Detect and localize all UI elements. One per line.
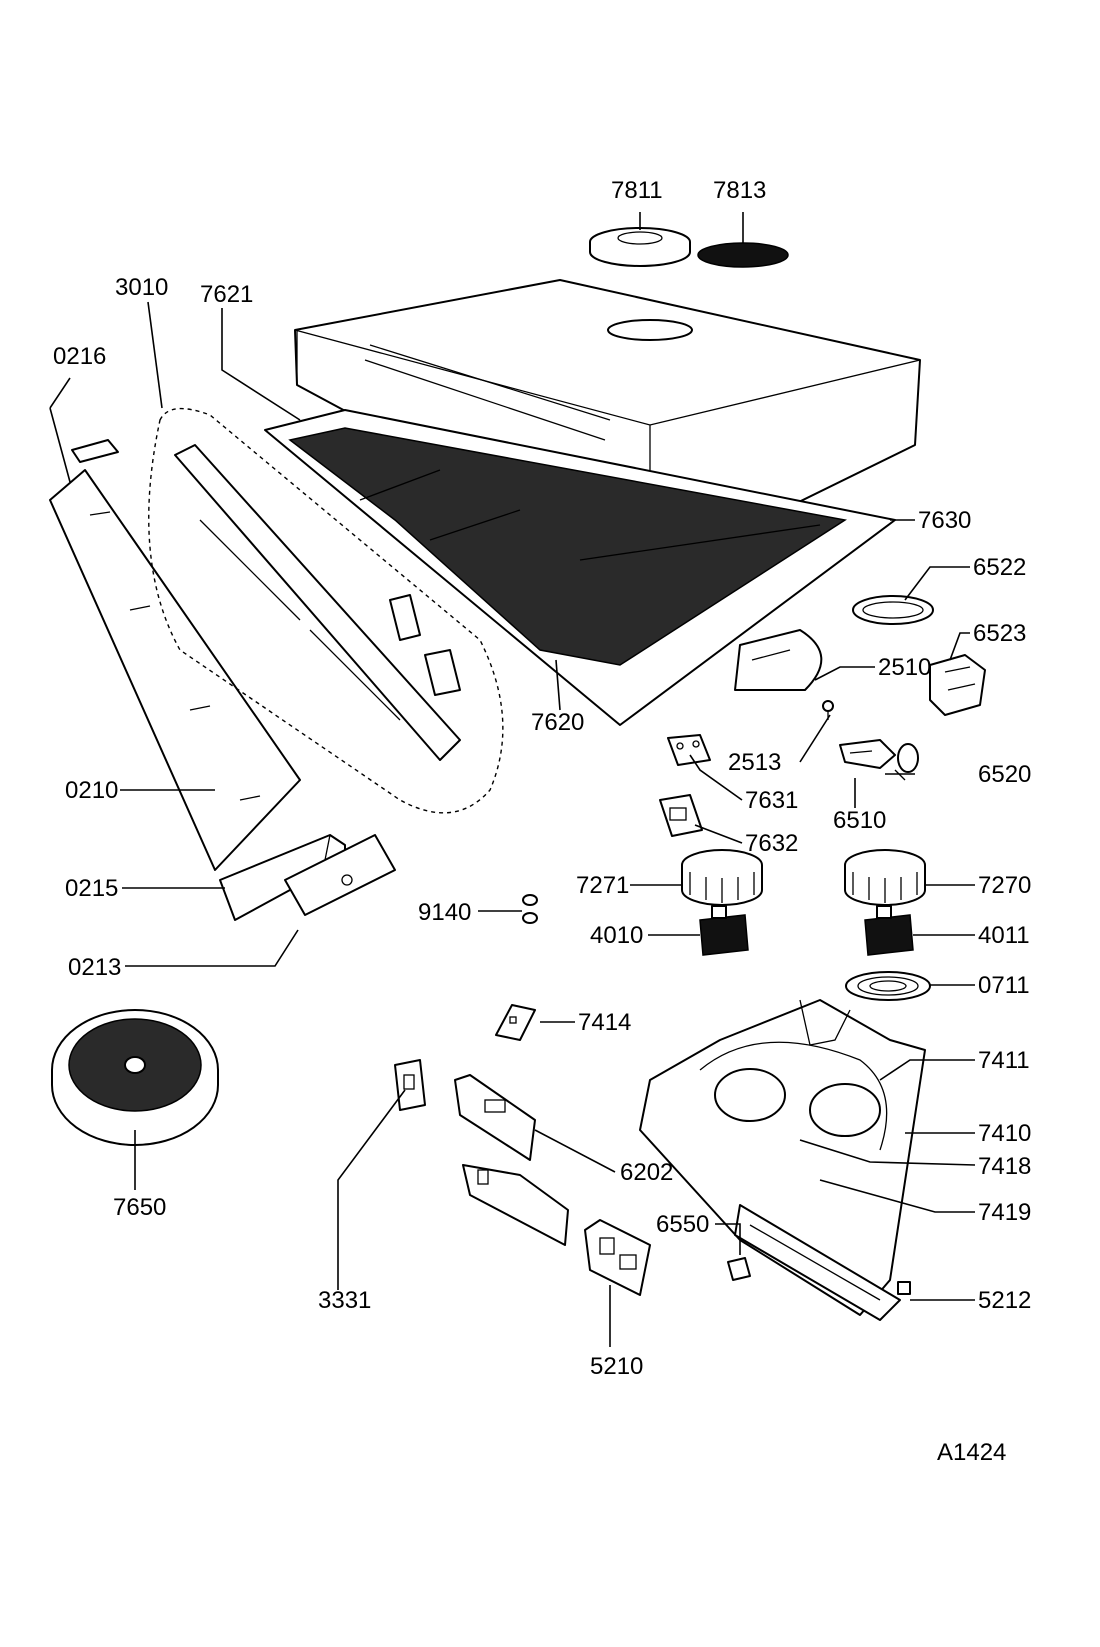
callout-2510: 2510 <box>878 654 931 681</box>
callout-9140: 9140 <box>418 899 471 926</box>
part-6510-lamp <box>839 739 896 769</box>
callout-6520: 6520 <box>978 761 1031 788</box>
callout-7632: 7632 <box>745 830 798 857</box>
callout-6522: 6522 <box>973 554 1026 581</box>
callout-7621: 7621 <box>200 281 253 308</box>
part-2510-lamp-cover <box>734 629 823 691</box>
callout-0213: 0213 <box>68 954 121 981</box>
callout-6510: 6510 <box>833 807 886 834</box>
callout-7270: 7270 <box>978 872 1031 899</box>
callout-7811: 7811 <box>611 177 663 204</box>
part-6520-lamp-socket <box>894 743 919 781</box>
callout-5212: 5212 <box>978 1287 1031 1314</box>
part-7811-cap <box>589 227 691 267</box>
part-7414-plate <box>495 1004 536 1041</box>
part-0213-switch-block <box>284 834 396 916</box>
part-6522-gasket <box>852 595 934 625</box>
diagram-code: A1424 <box>937 1439 1006 1466</box>
callout-7414: 7414 <box>578 1009 631 1036</box>
part-4010-motor <box>699 905 749 956</box>
callout-0711: 0711 <box>978 972 1030 999</box>
part-0216-clip <box>71 439 119 463</box>
callout-3331: 3331 <box>318 1287 371 1314</box>
part-5212-base-frame <box>734 1204 911 1321</box>
part-9140-spacer <box>522 894 538 924</box>
part-7650-carbon-filter <box>51 1009 219 1146</box>
part-6202-circuit-board <box>454 1074 569 1246</box>
callout-7271: 7271 <box>576 872 629 899</box>
part-7631-bracket <box>667 734 711 766</box>
callout-labels: 7811 7813 3010 7621 0216 7630 6522 6523 … <box>53 177 1031 1466</box>
part-0210-glass-panel <box>49 469 301 871</box>
callout-7631: 7631 <box>745 787 798 814</box>
part-6523-lamp-holder <box>929 654 986 716</box>
part-7813-filter-disk <box>697 242 789 268</box>
callout-7411: 7411 <box>978 1047 1030 1074</box>
part-0711-grille <box>845 971 931 1001</box>
callout-0215: 0215 <box>65 875 118 902</box>
part-3331-connector <box>394 1059 426 1111</box>
callout-7410: 7410 <box>978 1120 1031 1147</box>
callout-7813: 7813 <box>713 177 766 204</box>
callout-7418: 7418 <box>978 1153 1031 1180</box>
callout-7419: 7419 <box>978 1199 1031 1226</box>
callout-3010: 3010 <box>115 274 168 301</box>
part-7270-impeller <box>844 849 926 906</box>
callout-7620: 7620 <box>531 709 584 736</box>
part-3010-control-group <box>148 407 504 814</box>
callout-5210: 5210 <box>590 1353 643 1380</box>
callout-7630: 7630 <box>918 507 971 534</box>
callout-6523: 6523 <box>973 620 1026 647</box>
part-2513-screw <box>822 700 834 720</box>
part-7632-bracket <box>659 794 703 837</box>
part-5210-control-board <box>584 1219 651 1296</box>
callout-2513: 2513 <box>728 749 781 776</box>
part-7271-impeller <box>681 849 763 906</box>
callout-0216: 0216 <box>53 343 106 370</box>
leader-lines <box>49 212 976 1347</box>
part-4011-motor <box>864 905 914 956</box>
callout-7650: 7650 <box>113 1194 166 1221</box>
callout-6550: 6550 <box>656 1211 709 1238</box>
callout-4011: 4011 <box>978 922 1030 949</box>
callout-4010: 4010 <box>590 922 643 949</box>
callout-0210: 0210 <box>65 777 118 804</box>
part-6550-switch <box>727 1257 751 1281</box>
callout-6202: 6202 <box>620 1159 673 1186</box>
part-7410-fan-housing <box>639 999 926 1316</box>
